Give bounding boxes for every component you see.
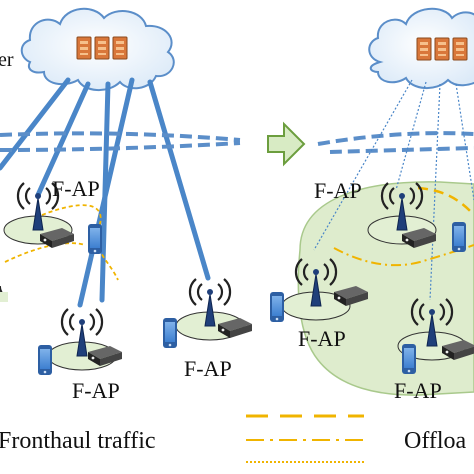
phone-icon [402, 344, 416, 374]
phone-icon [88, 224, 102, 254]
offload-path-right [417, 186, 474, 216]
fap-label-right-bottom: F-AP [394, 378, 442, 403]
server-icon [76, 36, 92, 60]
server-icon [416, 37, 432, 61]
fronthaul-dashed-right [317, 131, 474, 146]
coverage-area [297, 181, 474, 396]
fronthaul-links-right [313, 79, 474, 301]
ap-left-right [174, 277, 252, 342]
legend-fronthaul-label: Fronthaul traffic [0, 428, 156, 454]
phone-icon [452, 222, 466, 252]
ap-left-bottom [46, 307, 122, 372]
left-cloud [20, 7, 175, 91]
server-icon [112, 36, 128, 60]
fap-label-right-middle: F-AP [298, 326, 346, 351]
phone-icon [38, 345, 52, 375]
ap-left-edge [0, 285, 8, 302]
legend-offload-label: Offloa [404, 428, 467, 454]
fronthaul-links-left [0, 77, 211, 308]
legend-offload-swatches [246, 414, 364, 463]
offload-path-left [41, 204, 119, 281]
server-icon [94, 36, 110, 60]
server-icon [452, 37, 468, 61]
server-icon [434, 37, 450, 61]
fap-label-left-bottom: F-AP [72, 378, 120, 403]
fap-label-right-top: F-AP [314, 178, 362, 203]
phone-icon [270, 292, 284, 322]
phone-icon [163, 318, 177, 348]
fap-label-left-right: F-AP [184, 356, 232, 381]
right-cloud [368, 7, 474, 89]
fap-label-left-top: F-AP [52, 176, 100, 201]
cloud-label: er [0, 49, 14, 71]
transition-arrow-icon [267, 121, 306, 167]
